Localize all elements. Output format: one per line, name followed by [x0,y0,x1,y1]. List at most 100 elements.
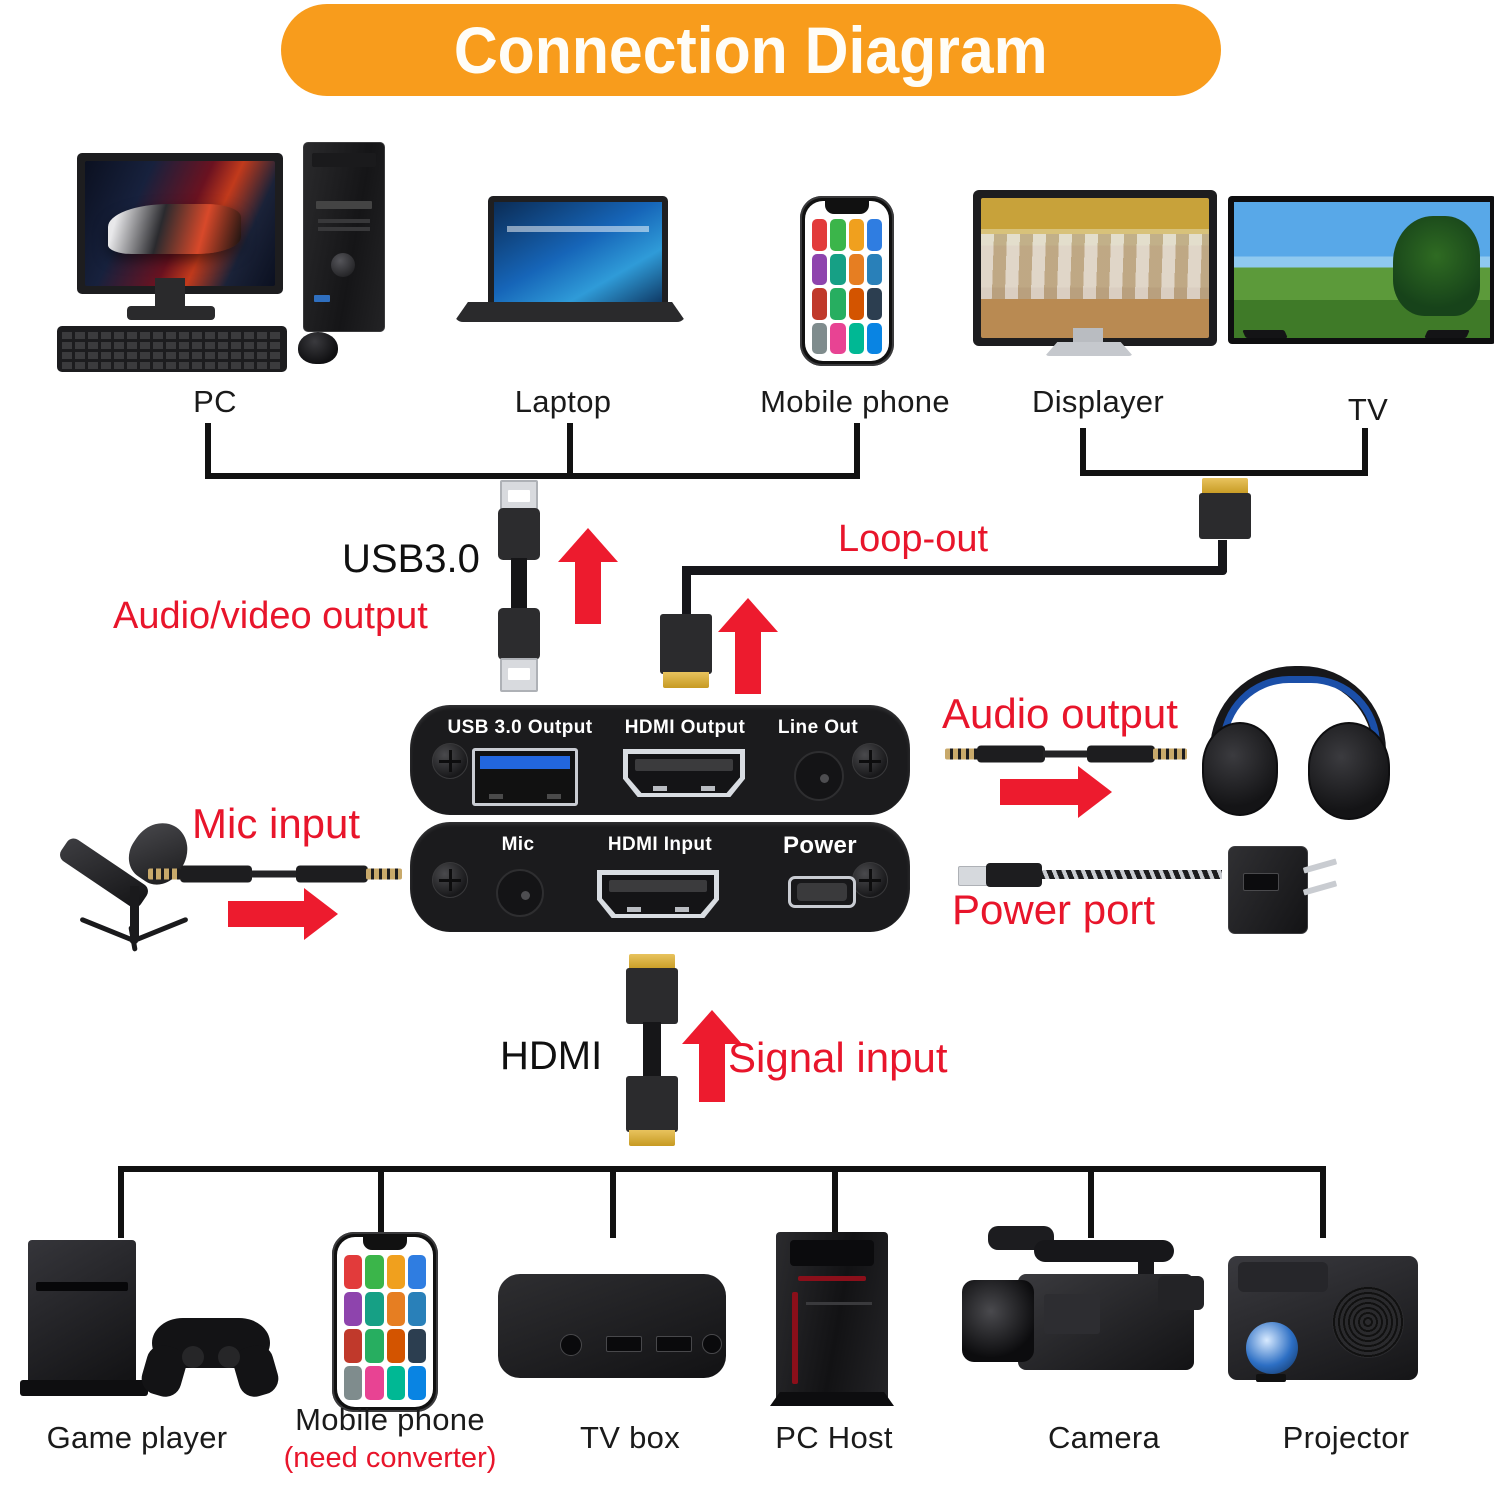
signal-input-direction-arrow-icon [682,1010,742,1102]
mic-input-direction-arrow-icon [228,888,338,940]
power-cable-shell [986,863,1042,887]
adapter-prong-top [1302,858,1338,874]
game-console-base [20,1380,148,1396]
screw-bottom-left [432,862,468,898]
pc-tower [303,142,385,332]
device-mobile-phone-top [800,196,894,366]
pc-mouse [298,332,338,364]
label-mobile-phone-bottom: Mobile phone [295,1402,485,1437]
device-game-player [20,1240,283,1401]
pc-monitor-screen [85,161,275,286]
camera-lens [962,1280,1034,1362]
screw-top-left [432,743,468,779]
microphone-stand-post [130,886,139,938]
hdmi-connector-loop-out-top [1199,478,1251,548]
tv-box-jack-2 [702,1334,722,1354]
port-usb-3-0-output[interactable] [472,748,578,806]
note-mobile-phone-converter: (need converter) [283,1442,497,1474]
adapter-prong-bottom [1302,880,1338,896]
pc-host-vent-stripe [792,1292,798,1384]
phone-app-grid-top [805,201,889,361]
projector-grill [1332,1286,1404,1358]
port-hdmi-input[interactable] [597,870,719,918]
loop-out-cable-horizontal [682,566,1227,575]
port-label-line-out: Line Out [777,717,859,738]
port-hdmi-output[interactable] [623,749,745,797]
page-title: Connection Diagram [454,13,1048,87]
laptop-screen [494,202,662,310]
bottom-bracket-line-pc-host [832,1166,838,1238]
label-displayer: Displayer [1032,384,1164,419]
label-pc-host: PC Host [775,1420,893,1455]
mic-input-label: Mic input [192,800,361,847]
device-tv-box [498,1274,726,1378]
pc-keyboard [57,326,287,372]
signal-input-label: Signal input [728,1034,948,1081]
usb-version-label: USB3.0 [342,537,480,581]
port-mic[interactable] [496,869,544,917]
loop-out-cable-left-drop [682,566,691,658]
tv-foot-left [1242,330,1288,338]
label-game-player: Game player [46,1420,228,1455]
label-projector: Projector [1282,1420,1410,1455]
audio-output-label: Audio output [942,690,1178,737]
camera-viewfinder [1158,1276,1204,1310]
bracket-line-laptop [567,423,573,479]
laptop-lid [488,196,668,316]
usb-direction-arrow-icon [558,528,618,624]
label-mobile-phone-top: Mobile phone [760,384,950,419]
game-console [28,1240,136,1388]
bracket-bar-left [205,473,860,479]
capture-device-top-panel: USB 3.0 Output HDMI Output Line Out [410,705,910,815]
bracket-line-tv [1362,428,1368,476]
label-laptop: Laptop [514,384,612,419]
camera-lcd [1044,1294,1100,1334]
displayer-screen [981,198,1209,338]
screw-bottom-right [852,862,888,898]
port-label-hdmi-output: HDMI Output [624,717,746,738]
phone-screen-bottom [337,1237,433,1407]
pc-monitor-neck [155,278,185,310]
port-label-usb-3-0-output: USB 3.0 Output [447,717,593,738]
port-line-out[interactable] [794,751,844,801]
power-port-label: Power port [952,886,1156,933]
phone-app-grid-bottom [337,1237,433,1407]
port-label-hdmi-input: HDMI Input [607,834,713,855]
headphone-cup-right [1308,722,1390,820]
label-tv-box: TV box [579,1420,681,1455]
device-pc [55,140,415,375]
usb-audio-video-output-label: Audio/video output [113,595,428,637]
label-camera: Camera [1047,1420,1161,1455]
bottom-bracket-line-mobile-phone [378,1166,384,1238]
displayer-frame [973,190,1217,346]
label-pc: PC [193,384,237,419]
mic-input-aux-cable [148,862,408,886]
pc-host-top-grill [790,1240,874,1266]
device-headphones [1196,666,1396,826]
tv-screen [1234,202,1490,338]
port-label-mic: Mic [501,834,535,855]
phone-notch-top [825,201,869,214]
hdmi-signal-input-connector [626,954,678,1154]
game-controller [134,1312,284,1401]
page-title-banner: Connection Diagram [281,4,1221,96]
port-label-power: Power [782,832,858,859]
loop-out-direction-arrow-icon [718,598,778,694]
hdmi-label: HDMI [500,1034,603,1078]
screw-top-right [852,743,888,779]
projector-top-deck [1238,1262,1328,1292]
tv-frame [1228,196,1494,344]
projector-foot [1256,1374,1286,1382]
bottom-bracket-line-game-player [118,1166,124,1238]
power-cable-wire [1040,870,1222,879]
pc-host-vent-light [798,1276,866,1281]
audio-output-aux-cable [945,742,1195,766]
device-projector [1228,1256,1418,1382]
tv-box-jack [560,1334,582,1356]
game-console-slot [36,1282,128,1291]
bracket-line-displayer [1080,428,1086,476]
port-power[interactable] [788,876,856,908]
phone-notch-bottom [363,1237,407,1250]
power-cable [958,862,1222,890]
